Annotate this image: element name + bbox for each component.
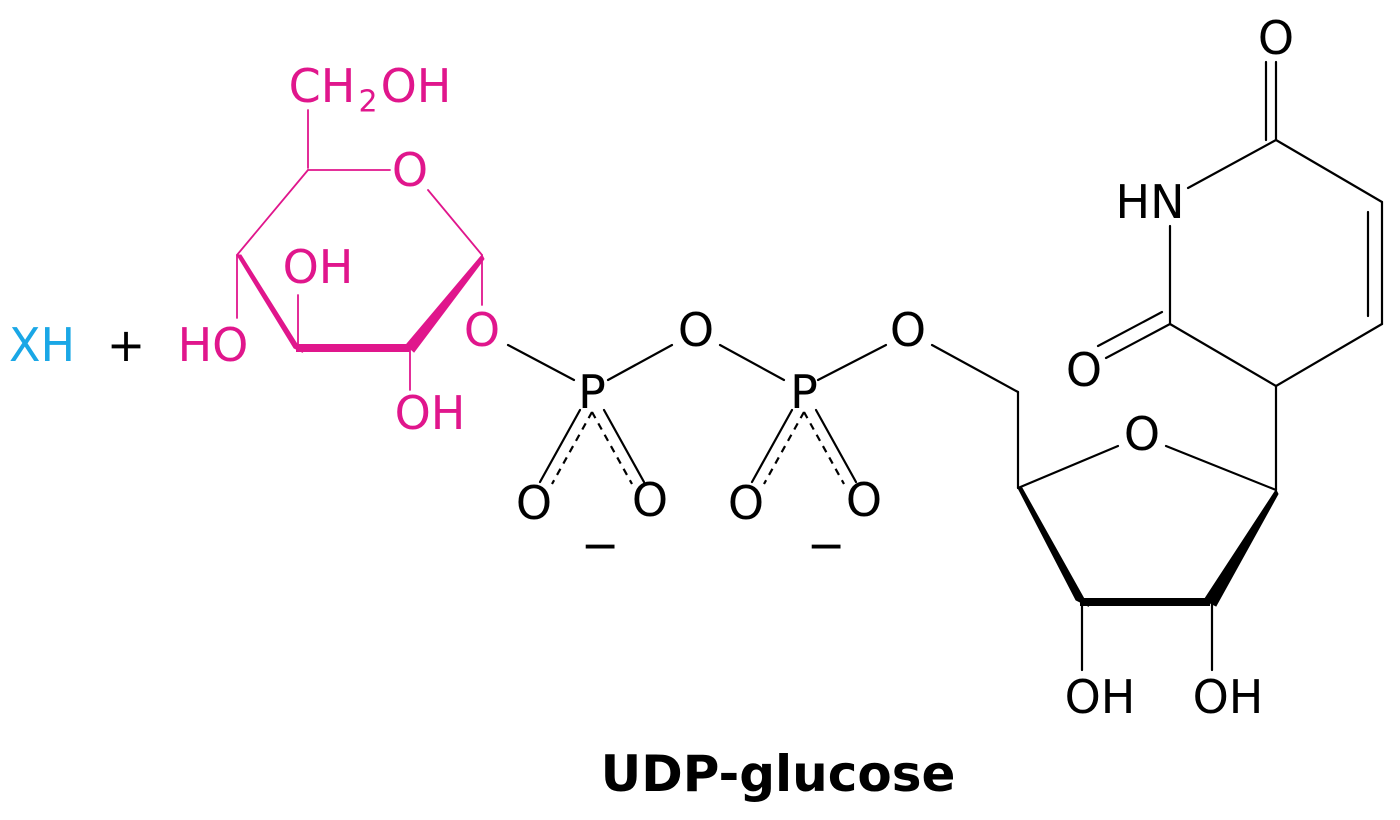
xh-label: XH [9,318,75,372]
p1-negative-charge: − [581,518,620,572]
bond-o-c5prime [930,343,1020,394]
plus-sign: + [107,318,146,372]
bond-c5-c4 [236,169,309,256]
ribose-oh-left-label: OH [1065,670,1136,724]
glucose-ho-left-label: HO [178,318,249,372]
bridge-oxygen-2-label: O [890,303,926,357]
glucose-oh-top-label: OH [283,240,354,294]
bond-p1-o-left [538,408,582,484]
bond-p1-o-right [602,408,646,484]
p2-oxygen-left-label: O [728,476,764,530]
uracil-o-top-label: O [1258,11,1294,65]
dash-p2-o-right [803,411,845,485]
glucose-ring-o-label: O [392,143,428,197]
glucose-bonds [236,109,485,391]
bond-u-c2-n1 [1168,322,1278,388]
ribose-uracil-bonds [930,60,1384,672]
p2-oxygen-right-label: O [846,473,882,527]
glucose-oh-bottom-label: OH [395,386,466,440]
phosphate-bonds [506,343,888,485]
uracil-hn-label: HN [1116,175,1185,229]
bond-u-c4-n3 [1186,138,1278,190]
bond-c4prime-ring-o [1016,444,1120,490]
glucose-anomeric-o-label: O [464,303,500,357]
bond-u-c4a-c4 [1274,138,1384,204]
p1-oxygen-right-label: O [632,473,668,527]
bond-u-c6-c5 [1274,322,1384,388]
wedge-c1prime-c2prime [1203,488,1279,607]
ribose-oh-right-label: OH [1193,670,1264,724]
ch2oh-oh-label: OH [381,59,452,113]
bond-o-p1 [506,343,576,382]
bond-u-c2-o-b [1096,310,1164,348]
ch2oh-ch-label: CH [289,59,356,113]
uracil-o-left-label: O [1066,343,1102,397]
ch2oh-subscript: 2 [358,85,377,120]
p2-negative-charge: − [807,518,846,572]
bond-o-p2 [718,343,786,382]
diagram-caption: UDP-glucose [601,745,956,803]
p1-oxygen-left-label: O [516,476,552,530]
bond-u-c2-o-a [1104,322,1172,360]
bond-p2-o [816,343,888,382]
bond-ring-o-c1prime [1164,444,1278,492]
dash-p1-o-left [551,411,593,485]
bond-p2-o-left [750,408,794,484]
phosphorus-2-label: P [790,365,818,419]
wedge-c1-c2 [405,254,485,353]
bridge-oxygen-1-label: O [678,303,714,357]
bond-ring-o-c1 [427,189,483,256]
bond-p1-o [606,343,674,382]
wedge-c4prime-c3prime [1017,487,1090,608]
dash-p1-o-right [591,411,633,485]
bond-p2-o-right [814,408,858,484]
ribose-ring-o-label: O [1124,407,1160,461]
dash-p2-o-left [763,411,805,485]
phosphorus-1-label: P [578,365,606,419]
